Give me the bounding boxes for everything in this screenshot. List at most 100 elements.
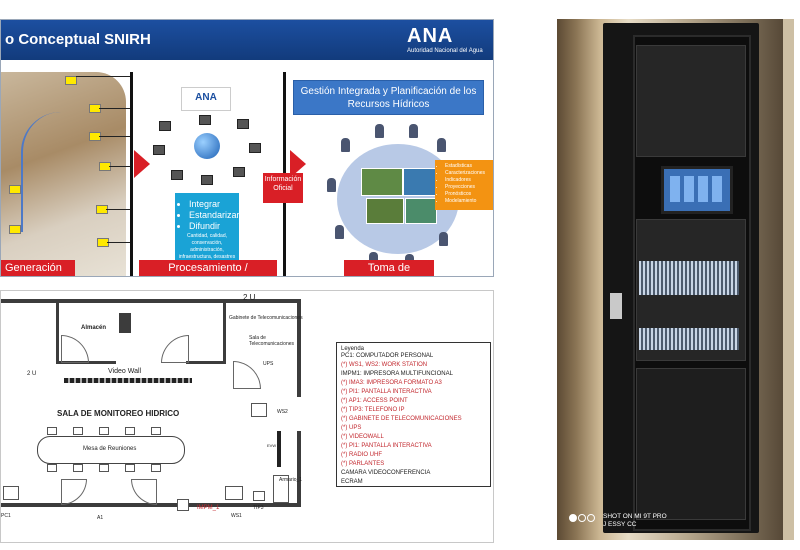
- video-wall: [64, 378, 192, 383]
- flow-arrow-icon: [290, 150, 306, 178]
- door-swing: [161, 335, 189, 363]
- gabinete-label: Gabinete de Telecomunicaciones: [229, 315, 303, 321]
- connector-line: [76, 76, 131, 77]
- sala-monitoreo-title: SALA DE MONITOREO HIDRICO: [57, 409, 180, 418]
- printer-icon: [177, 499, 189, 511]
- output-item: Pronósticos: [445, 191, 493, 198]
- ana-logo-mark: ANA: [407, 25, 454, 47]
- column-pillar: [119, 313, 131, 333]
- informacion-oficial-label: Información Oficial: [263, 173, 303, 203]
- 2u-label: 2 U: [27, 371, 37, 377]
- meeting-table: [37, 436, 185, 464]
- door-handle: [610, 293, 622, 319]
- slide-header: o Conceptual SNIRH ANA Autoridad Naciona…: [1, 20, 493, 60]
- interactive-screen: [277, 431, 281, 467]
- server-cabinet: [603, 23, 759, 533]
- door-swing: [61, 335, 89, 363]
- wall: [297, 431, 301, 507]
- outputs-list: Estadísticas Caracterizaciones Indicador…: [435, 160, 493, 205]
- person-icon: [439, 232, 448, 246]
- legend-item: IMPM1: IMPRESORA MULTIFUNCIONAL: [341, 371, 453, 377]
- output-item: Modelamiento: [445, 198, 493, 205]
- legend-box: Leyenda PC1: COMPUTADOR PERSONAL (*) WS1,…: [336, 342, 491, 487]
- person-icon: [335, 225, 344, 239]
- evw-label: EVW: [267, 443, 277, 448]
- impm-label: IMPM_1: [197, 505, 220, 511]
- sala-telecom-label: Sala de Telecomunicaciones: [249, 335, 295, 347]
- connector-line: [107, 242, 131, 243]
- slide-title: o Conceptual SNIRH: [5, 31, 151, 48]
- legend-item: ECRAM: [341, 479, 363, 485]
- chair-icon: [151, 427, 161, 435]
- ups-label: UPS: [263, 361, 274, 367]
- server-cabinet-photo: SHOT ON MI 9T PRO J ESSY CC: [557, 19, 794, 540]
- landscape-photo: [366, 198, 404, 224]
- watermark-line2: J ESSY CC: [603, 521, 637, 528]
- legend-item: (*) WS1, WS2: WORK STATION: [341, 362, 428, 368]
- ana-logo-subtitle: Autoridad Nacional del Agua: [407, 48, 483, 54]
- access-point-label: A1: [97, 515, 104, 521]
- screen-tiles: [670, 176, 724, 202]
- cabinet-icon: [273, 475, 289, 503]
- ana-mini-logo: ANA: [181, 87, 231, 111]
- door-swing: [233, 361, 261, 389]
- floor-plan: Almacén 2 U 2 U Gabinete de Telecomunica…: [0, 290, 494, 543]
- computer-icon: [249, 143, 261, 153]
- connector-line: [109, 166, 131, 167]
- computer-icon: [233, 167, 245, 177]
- workstation-icon: [251, 403, 267, 417]
- person-icon: [369, 252, 378, 266]
- connector-line: [99, 136, 131, 137]
- sticky-note-icon: [65, 76, 77, 85]
- computer-icon: [3, 486, 19, 500]
- legend-item: PC1: COMPUTADOR PERSONAL: [341, 353, 434, 359]
- generacion-label: Generación: [1, 260, 75, 276]
- patch-cables: [639, 261, 739, 295]
- legend-item: (*) PI1: PANTALLA INTERACTIVA: [341, 443, 432, 449]
- gestion-integrada-banner: Gestión Integrada y Planificación de los…: [293, 80, 484, 115]
- output-item: Estadísticas: [445, 163, 493, 170]
- computer-icon: [171, 170, 183, 180]
- legend-item: (*) IMA3: IMPRESORA FORMATO A3: [341, 380, 442, 386]
- wall: [223, 299, 226, 364]
- bullet-difundir: Difundir: [189, 221, 239, 232]
- computer-icon: [159, 121, 171, 131]
- wall: [56, 299, 59, 361]
- landscape-photo: [361, 168, 403, 196]
- connector-line: [99, 108, 131, 109]
- chair-icon: [47, 427, 57, 435]
- mesa-reuniones-label: Mesa de Reuniones: [83, 446, 137, 452]
- network-diagram: [151, 115, 263, 187]
- landscape-photo: [405, 198, 437, 224]
- legend-item: (*) AP1: ACCESS POINT: [341, 398, 408, 404]
- touch-screen: [661, 166, 733, 214]
- legend-item: (*) VIDEOWALL: [341, 434, 384, 440]
- chair-icon: [73, 464, 83, 472]
- patch-cables: [639, 328, 739, 350]
- watermark-dots-icon: [569, 514, 596, 525]
- chair-icon: [151, 464, 161, 472]
- legend-item: (*) GABINETE DE TELECOMUNICACIONES: [341, 416, 462, 422]
- person-icon: [375, 124, 384, 138]
- armario-label: Armario_1: [279, 477, 303, 483]
- legend-item: CAMARA VIDEOCONFERENCIA: [341, 470, 431, 476]
- legend-item: (*) PARLANTES: [341, 461, 385, 467]
- sticky-note-icon: [9, 185, 21, 194]
- legend-item: (*) TIP3: TELEFONO IP: [341, 407, 405, 413]
- ws2-label: WS2: [277, 409, 288, 415]
- legend-title: Leyenda: [341, 346, 365, 352]
- 2u-label: 2 U: [243, 293, 256, 302]
- bullet-estandarizar: Estandarizar: [189, 210, 240, 221]
- legend-item: (*) RADIO UHF: [341, 452, 382, 458]
- sticky-note-icon: [9, 225, 21, 234]
- almacen-label: Almacén: [81, 325, 107, 331]
- landscape-photo: [403, 168, 439, 196]
- computer-icon: [199, 115, 211, 125]
- conceptual-diagram-slide: o Conceptual SNIRH ANA Autoridad Naciona…: [0, 19, 494, 277]
- output-item: Caracterizaciones: [445, 170, 493, 177]
- ws1-label: WS1: [231, 513, 242, 519]
- person-icon: [437, 138, 446, 152]
- door-frame: [783, 19, 794, 540]
- computer-icon: [153, 145, 165, 155]
- pc1-label: PC1: [1, 513, 11, 519]
